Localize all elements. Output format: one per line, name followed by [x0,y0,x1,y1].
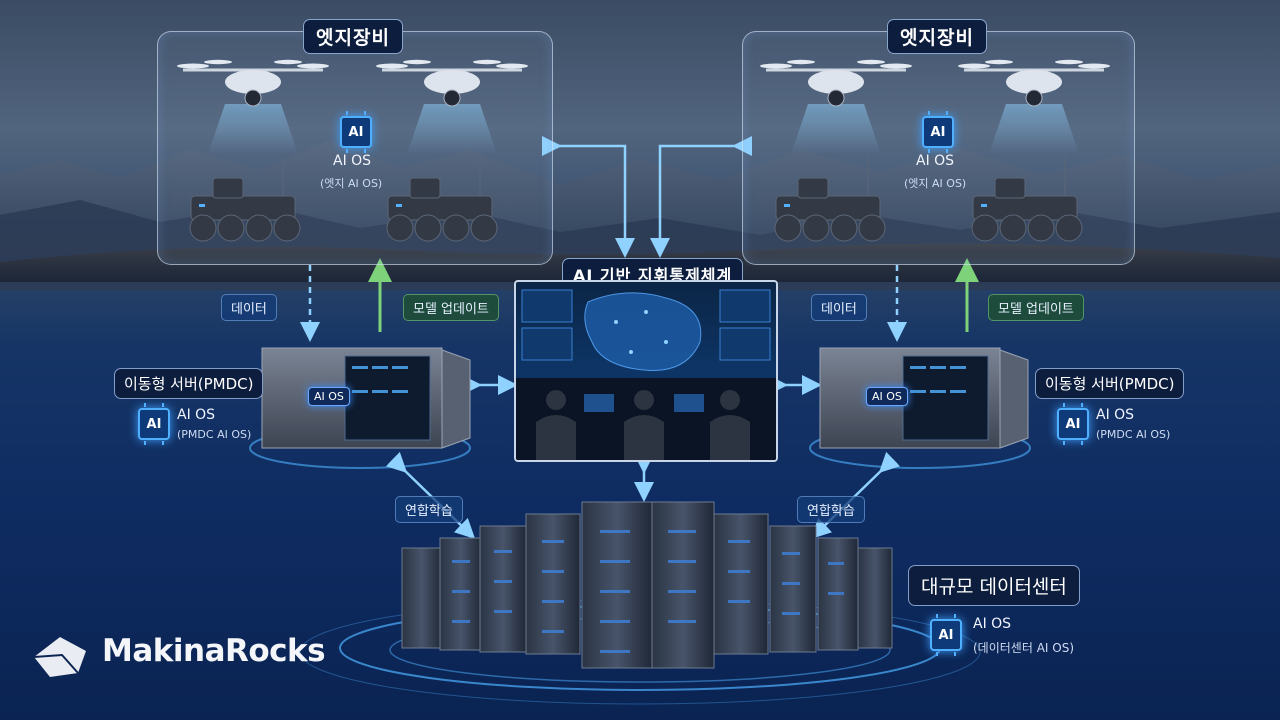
data-arrows [300,265,907,342]
brand: MakinaRocks [32,633,326,669]
edge-left-title: 엣지장비 [303,19,403,54]
federated-learning-right-label: 연합학습 [797,496,865,523]
drones [177,59,1110,154]
edge-devices-right-box [742,31,1135,265]
pmdc-right-title: 이동형 서버(PMDC) [1035,368,1185,399]
datacenter-title: 대규모 데이터센터 [908,565,1080,606]
pmdc-right-container [819,347,1029,449]
pmdc-right-aios-label: AI OS [1096,407,1135,423]
edge-right-aios-sub: (엣지 AI OS) [904,177,967,190]
pmdc-right-aios-sub: (PMDC AI OS) [1096,428,1171,441]
data-flow-left-label: 데이터 [221,294,277,321]
pmdc-right-container-aios: AI OS [866,387,908,406]
data-flow-right-label: 데이터 [811,294,867,321]
datacenter-racks [401,501,893,669]
command-center-screen [514,280,778,462]
edge-to-command-arrows [542,136,752,258]
edge-right-aios-label: AI OS [916,153,955,169]
brand-name: MakinaRocks [102,633,326,669]
pmdc-left-container-aios: AI OS [308,387,350,406]
datacenter-aios-sub: (데이터센터 AI OS) [973,641,1075,655]
pmdc-left-aios-label: AI OS [177,407,216,423]
ai-chip-icon: AI [138,403,170,445]
ai-chip-icon: AI [930,614,962,656]
makinarocks-logo-icon [33,637,86,677]
federated-learning-left-label: 연합학습 [395,496,463,523]
edge-right-title: 엣지장비 [887,19,987,54]
pmdc-left-container [261,347,471,449]
model-update-left-label: 모델 업데이트 [403,294,499,321]
command-center-display [516,289,776,460]
ground-robots [189,156,1083,242]
edge-devices-left-box [157,31,553,265]
edge-left-aios-label: AI OS [333,153,372,169]
ai-chip-icon: AI [1057,403,1089,445]
pmdc-command-arrows [462,375,822,502]
ai-chip-icon: AI [922,111,954,153]
model-update-right-label: 모델 업데이트 [988,294,1084,321]
edge-left-aios-sub: (엣지 AI OS) [320,177,383,190]
model-update-arrows [368,258,979,332]
pmdc-left-aios-sub: (PMDC AI OS) [177,428,252,441]
ai-chip-icon: AI [340,111,372,153]
datacenter-aios-label: AI OS [973,616,1012,632]
pmdc-left-title: 이동형 서버(PMDC) [114,368,264,399]
